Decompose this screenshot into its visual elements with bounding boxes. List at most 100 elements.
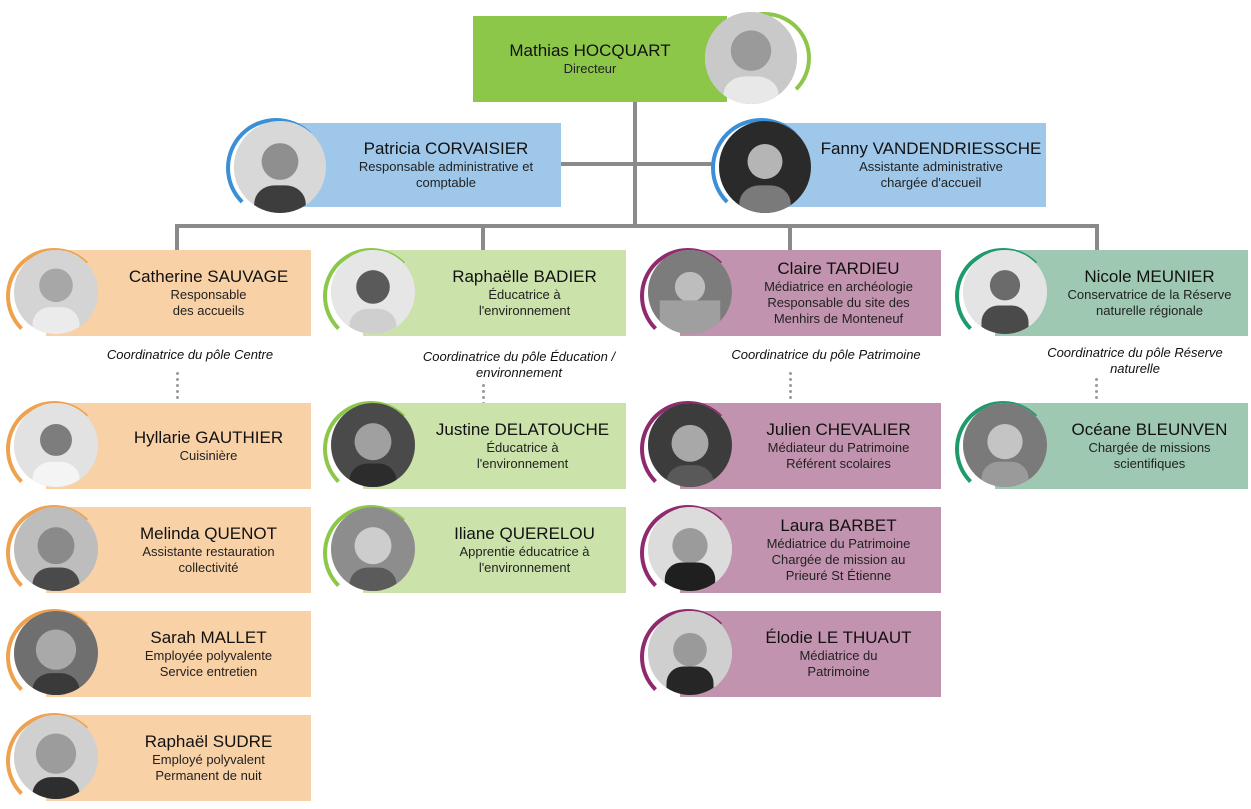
member-text-delatouche: Justine DELATOUCHE Éducatrice à l'enviro… <box>419 403 626 489</box>
member-photo-barbet <box>648 507 732 591</box>
admin-role-corvaisier: Responsable administrative et comptable <box>358 159 534 190</box>
director-photo <box>705 12 797 104</box>
connector-pole-reserve <box>1095 224 1099 252</box>
member-card-quenot: Melinda QUENOT Assistante restauration c… <box>6 505 311 601</box>
member-text-gauthier: Hyllarie GAUTHIER Cuisinière <box>106 403 311 489</box>
admin-name-corvaisier: Patricia CORVAISIER <box>363 139 529 158</box>
member-photo-meunier <box>963 250 1047 334</box>
member-card-le-thuaut: Élodie LE THUAUT Médiatrice du Patrimoin… <box>640 609 941 705</box>
dotted-connector-reserve <box>1095 378 1099 402</box>
member-card-tardieu: Claire TARDIEU Médiatrice en archéologie… <box>640 248 941 344</box>
member-text-querelou: Iliane QUERELOU Apprentie éducatrice à l… <box>423 507 626 593</box>
director-role: Directeur <box>563 61 617 76</box>
member-role-bleunven: Chargée de missions scientifiques <box>1088 440 1211 471</box>
admin-photo-ring-corvaisier <box>226 118 326 218</box>
member-text-badier: Raphaëlle BADIER Éducatrice à l'environn… <box>423 250 626 336</box>
member-photo-sudre <box>14 715 98 799</box>
dotted-connector-patrimoine <box>789 372 793 402</box>
dotted-connector-centre <box>176 372 180 402</box>
member-role-delatouche: Éducatrice à l'environnement <box>476 440 569 471</box>
member-role-sudre: Employé polyvalent Permanent de nuit <box>152 752 265 783</box>
member-photo-bleunven <box>963 403 1047 487</box>
member-role-chevalier: Médiateur du Patrimoine Référent scolair… <box>767 440 910 471</box>
member-text-tardieu: Claire TARDIEU Médiatrice en archéologie… <box>736 250 941 336</box>
member-card-delatouche: Justine DELATOUCHE Éducatrice à l'enviro… <box>323 401 626 497</box>
member-photo-mallet <box>14 611 98 695</box>
member-role-tardieu: Médiatrice en archéologie Responsable du… <box>764 279 913 326</box>
coordinator-label-reserve: Coordinatrice du pôle Réserve naturelle <box>1047 345 1223 376</box>
member-name-le-thuaut: Élodie LE THUAUT <box>765 628 912 647</box>
member-role-querelou: Apprentie éducatrice à l'environnement <box>459 544 590 575</box>
member-card-bleunven: Océane BLEUNVEN Chargée de missions scie… <box>955 401 1248 497</box>
member-photo-querelou <box>331 507 415 591</box>
connector-pole-centre <box>175 224 179 252</box>
member-name-chevalier: Julien CHEVALIER <box>766 420 911 439</box>
member-role-sauvage: Responsable des accueils <box>170 287 247 318</box>
member-photo-chevalier <box>648 403 732 487</box>
member-name-quenot: Melinda QUENOT <box>140 524 277 543</box>
member-card-mallet: Sarah MALLET Employée polyvalente Servic… <box>6 609 311 705</box>
member-text-meunier: Nicole MEUNIER Conservatrice de la Réser… <box>1051 250 1248 336</box>
member-role-gauthier: Cuisinière <box>179 448 238 463</box>
director-text: Mathias HOCQUART Directeur <box>473 16 707 102</box>
member-text-sauvage: Catherine SAUVAGE Responsable des accuei… <box>106 250 311 336</box>
member-card-sauvage: Catherine SAUVAGE Responsable des accuei… <box>6 248 311 344</box>
member-name-tardieu: Claire TARDIEU <box>777 259 900 278</box>
member-card-barbet: Laura BARBET Médiatrice du Patrimoine Ch… <box>640 505 941 601</box>
member-name-meunier: Nicole MEUNIER <box>1084 267 1215 286</box>
admin-photo-ring-vandendriessche <box>711 118 811 218</box>
member-name-gauthier: Hyllarie GAUTHIER <box>133 428 284 447</box>
member-role-le-thuaut: Médiatrice du Patrimoine <box>799 648 878 679</box>
director-name: Mathias HOCQUART <box>509 41 671 60</box>
admin-text-corvaisier: Patricia CORVAISIER Responsable administ… <box>331 123 561 207</box>
coordinator-label-centre: Coordinatrice du pôle Centre <box>106 347 274 362</box>
member-card-sudre: Raphaël SUDRE Employé polyvalent Permane… <box>6 713 311 809</box>
member-card-badier: Raphaëlle BADIER Éducatrice à l'environn… <box>323 248 626 344</box>
member-photo-badier <box>331 250 415 334</box>
member-name-delatouche: Justine DELATOUCHE <box>435 420 610 439</box>
member-role-barbet: Médiatrice du Patrimoine Chargée de miss… <box>766 536 911 583</box>
connector-pole-education <box>481 224 485 252</box>
coordinator-label-education: Coordinatrice du pôle Éducation / enviro… <box>422 349 616 380</box>
member-card-meunier: Nicole MEUNIER Conservatrice de la Réser… <box>955 248 1248 344</box>
director-box <box>473 16 727 102</box>
member-card-chevalier: Julien CHEVALIER Médiateur du Patrimoine… <box>640 401 941 497</box>
member-text-sudre: Raphaël SUDRE Employé polyvalent Permane… <box>106 715 311 801</box>
connector-pole-patrimoine <box>788 224 792 252</box>
member-text-bleunven: Océane BLEUNVEN Chargée de missions scie… <box>1051 403 1248 489</box>
member-text-mallet: Sarah MALLET Employée polyvalente Servic… <box>106 611 311 697</box>
admin-photo-vandendriessche <box>719 121 811 213</box>
member-name-badier: Raphaëlle BADIER <box>452 267 597 286</box>
admin-photo-corvaisier <box>234 121 326 213</box>
member-role-badier: Éducatrice à l'environnement <box>478 287 571 318</box>
admin-role-vandendriessche: Assistante administrative chargée d'accu… <box>859 159 1003 190</box>
member-card-gauthier: Hyllarie GAUTHIER Cuisinière <box>6 401 311 497</box>
member-role-mallet: Employée polyvalente Service entretien <box>144 648 273 679</box>
member-role-meunier: Conservatrice de la Réserve naturelle ré… <box>1067 287 1232 318</box>
member-role-quenot: Assistante restauration collectivité <box>142 544 275 575</box>
admin-text-vandendriessche: Fanny VANDENDRIESSCHE Assistante adminis… <box>816 123 1046 207</box>
member-name-querelou: Iliane QUERELOU <box>454 524 595 543</box>
member-photo-le-thuaut <box>648 611 732 695</box>
admin-card-vandendriessche: Fanny VANDENDRIESSCHE Assistante adminis… <box>711 118 1046 218</box>
member-photo-delatouche <box>331 403 415 487</box>
member-text-barbet: Laura BARBET Médiatrice du Patrimoine Ch… <box>736 507 941 593</box>
admin-card-corvaisier: Patricia CORVAISIER Responsable administ… <box>226 118 561 218</box>
coordinator-label-patrimoine: Coordinatrice du pôle Patrimoine <box>731 347 921 362</box>
member-name-bleunven: Océane BLEUNVEN <box>1071 420 1228 439</box>
connector-admin-horizontal <box>560 162 714 166</box>
member-card-querelou: Iliane QUERELOU Apprentie éducatrice à l… <box>323 505 626 601</box>
member-name-sudre: Raphaël SUDRE <box>144 732 273 751</box>
member-name-sauvage: Catherine SAUVAGE <box>128 267 289 286</box>
member-text-chevalier: Julien CHEVALIER Médiateur du Patrimoine… <box>736 403 941 489</box>
director-card: Mathias HOCQUART Directeur <box>473 10 811 104</box>
member-text-quenot: Melinda QUENOT Assistante restauration c… <box>106 507 311 593</box>
member-photo-gauthier <box>14 403 98 487</box>
member-name-mallet: Sarah MALLET <box>150 628 267 647</box>
member-photo-tardieu <box>648 250 732 334</box>
admin-name-vandendriessche: Fanny VANDENDRIESSCHE <box>820 139 1042 158</box>
member-photo-quenot <box>14 507 98 591</box>
connector-poles-horizontal <box>175 224 1099 228</box>
member-text-le-thuaut: Élodie LE THUAUT Médiatrice du Patrimoin… <box>736 611 941 697</box>
member-name-barbet: Laura BARBET <box>780 516 897 535</box>
